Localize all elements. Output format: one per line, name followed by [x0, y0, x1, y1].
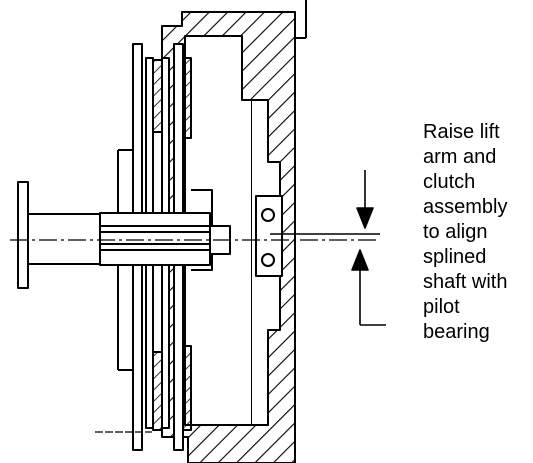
- caption-line-1: Raise lift: [423, 121, 500, 143]
- clutch-hub: [99, 212, 231, 266]
- pilot-bearing: [255, 195, 283, 277]
- annotation-caption: Raise lift arm and clutch assembly to al…: [423, 120, 531, 345]
- caption-line-8: pilot: [423, 296, 460, 318]
- caption-line-4: assembly: [423, 196, 508, 218]
- caption-line-5: to align: [423, 221, 488, 243]
- caption-line-6: splined: [423, 246, 487, 268]
- caption-line-7: shaft with: [423, 271, 508, 293]
- alignment-arrows: [270, 170, 386, 326]
- caption-line-3: clutch: [423, 171, 476, 193]
- caption-line-2: arm and: [423, 146, 497, 168]
- caption-line-9: bearing: [423, 321, 490, 343]
- splined-shaft: [17, 181, 100, 289]
